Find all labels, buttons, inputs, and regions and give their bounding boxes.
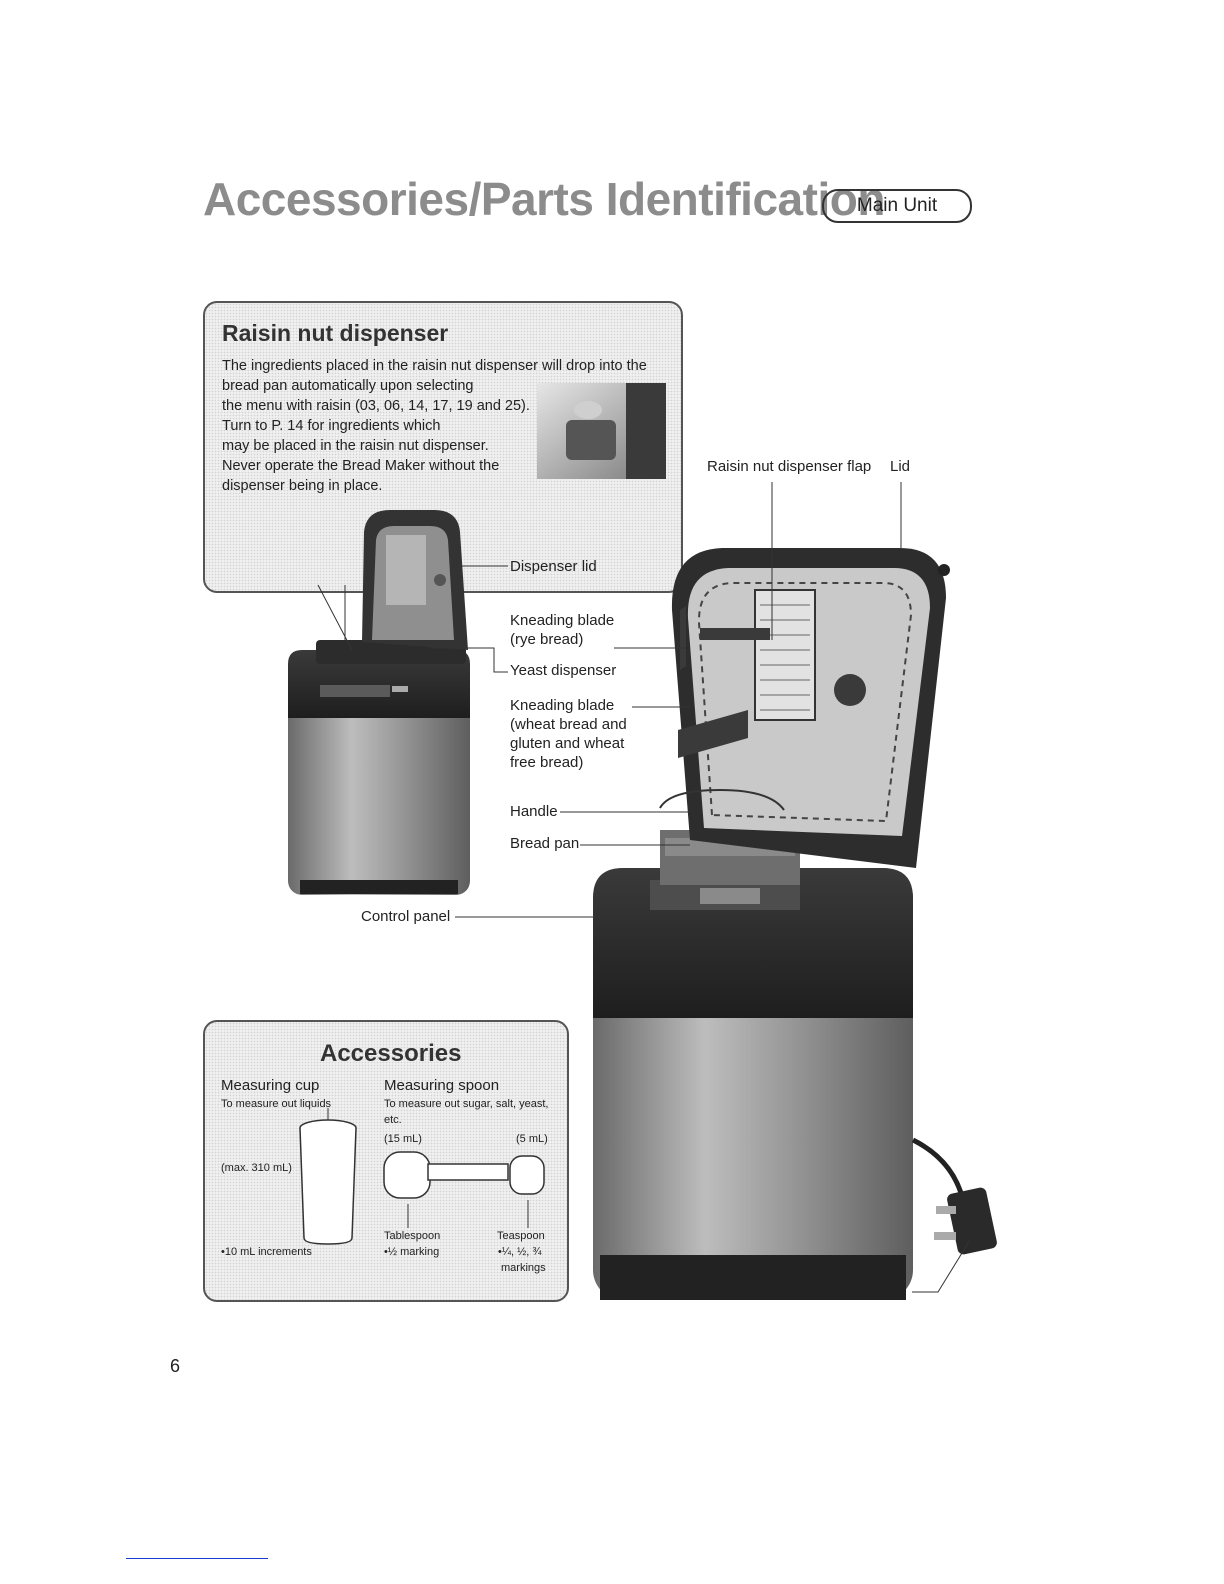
raisin-description-line: Never operate the Bread Maker without th…	[222, 458, 500, 474]
raisin-dispenser-title: Raisin nut dispenser	[222, 320, 449, 346]
raisin-description-line: dispenser being in place.	[222, 478, 383, 494]
kneading-blade-wheat-label: free bread)	[510, 754, 584, 771]
control-panel-label: Control panel	[361, 908, 451, 925]
raisin-description-line: The ingredients placed in the raisin nut…	[222, 358, 647, 374]
kneading-blade-wheat-label: (wheat bread and	[510, 716, 627, 733]
teaspoon-volume: (5 mL)	[516, 1133, 548, 1145]
measuring-spoon-title: Measuring spoon	[384, 1077, 500, 1094]
bread-pan-label: Bread pan	[510, 835, 580, 852]
measuring-cup-increments: •10 mL increments	[221, 1246, 312, 1258]
kneading-blade-wheat-label: Kneading blade	[510, 697, 615, 714]
dispenser-photo	[537, 383, 666, 479]
raisin-description-line: the menu with raisin (03, 06, 14, 17, 19…	[222, 398, 530, 414]
tablespoon-volume: (15 mL)	[384, 1133, 422, 1145]
kneading-blade-wheat-label: gluten and wheat	[510, 735, 625, 752]
yeast-dispenser-label: Yeast dispenser	[510, 662, 617, 679]
large-bread-maker	[593, 548, 997, 1300]
kneading-blade-rye-label: (rye bread)	[510, 631, 584, 648]
measuring-cup-title: Measuring cup	[221, 1077, 320, 1094]
measuring-spoon-desc: etc.	[384, 1114, 402, 1126]
measuring-cup-desc: To measure out liquids	[221, 1098, 332, 1110]
raisin-description-line: bread pan automatically upon selecting	[222, 378, 474, 394]
measuring-cup-capacity: (max. 310 mL)	[221, 1162, 292, 1174]
lid-label: Lid	[890, 458, 911, 475]
raisin-flap-label: Raisin nut dispenser flap	[707, 458, 872, 475]
raisin-description-line: may be placed in the raisin nut dispense…	[222, 438, 489, 454]
teaspoon-marking: •¼, ½, ¾	[498, 1246, 542, 1258]
handle-label: Handle	[510, 803, 558, 820]
plug-label: Plug	[870, 1278, 901, 1295]
small-bread-maker	[288, 510, 470, 895]
teaspoon-marking: markings	[501, 1262, 546, 1274]
teaspoon-name: Teaspoon	[497, 1230, 545, 1242]
measuring-spoon-desc: To measure out sugar, salt, yeast,	[384, 1098, 549, 1110]
page-number: 6	[170, 1356, 181, 1376]
measuring-spoon-illustration	[383, 1151, 545, 1228]
leader-lines	[317, 482, 971, 1293]
page-title: Accessories/Parts Identification	[203, 173, 885, 225]
dispenser-lid-label: Dispenser lid	[510, 558, 597, 575]
tablespoon-marking: •½ marking	[384, 1246, 440, 1258]
accessories-title: Accessories	[320, 1040, 462, 1067]
main-unit-badge: Main Unit	[822, 189, 972, 223]
raisin-description-line: Turn to P. 14 for ingredients which	[222, 418, 441, 434]
measuring-cup-illustration	[299, 1108, 357, 1245]
kneading-blade-rye-label: Kneading blade	[510, 612, 615, 629]
tablespoon-name: Tablespoon	[384, 1230, 441, 1242]
footer-rule	[126, 1558, 268, 1559]
